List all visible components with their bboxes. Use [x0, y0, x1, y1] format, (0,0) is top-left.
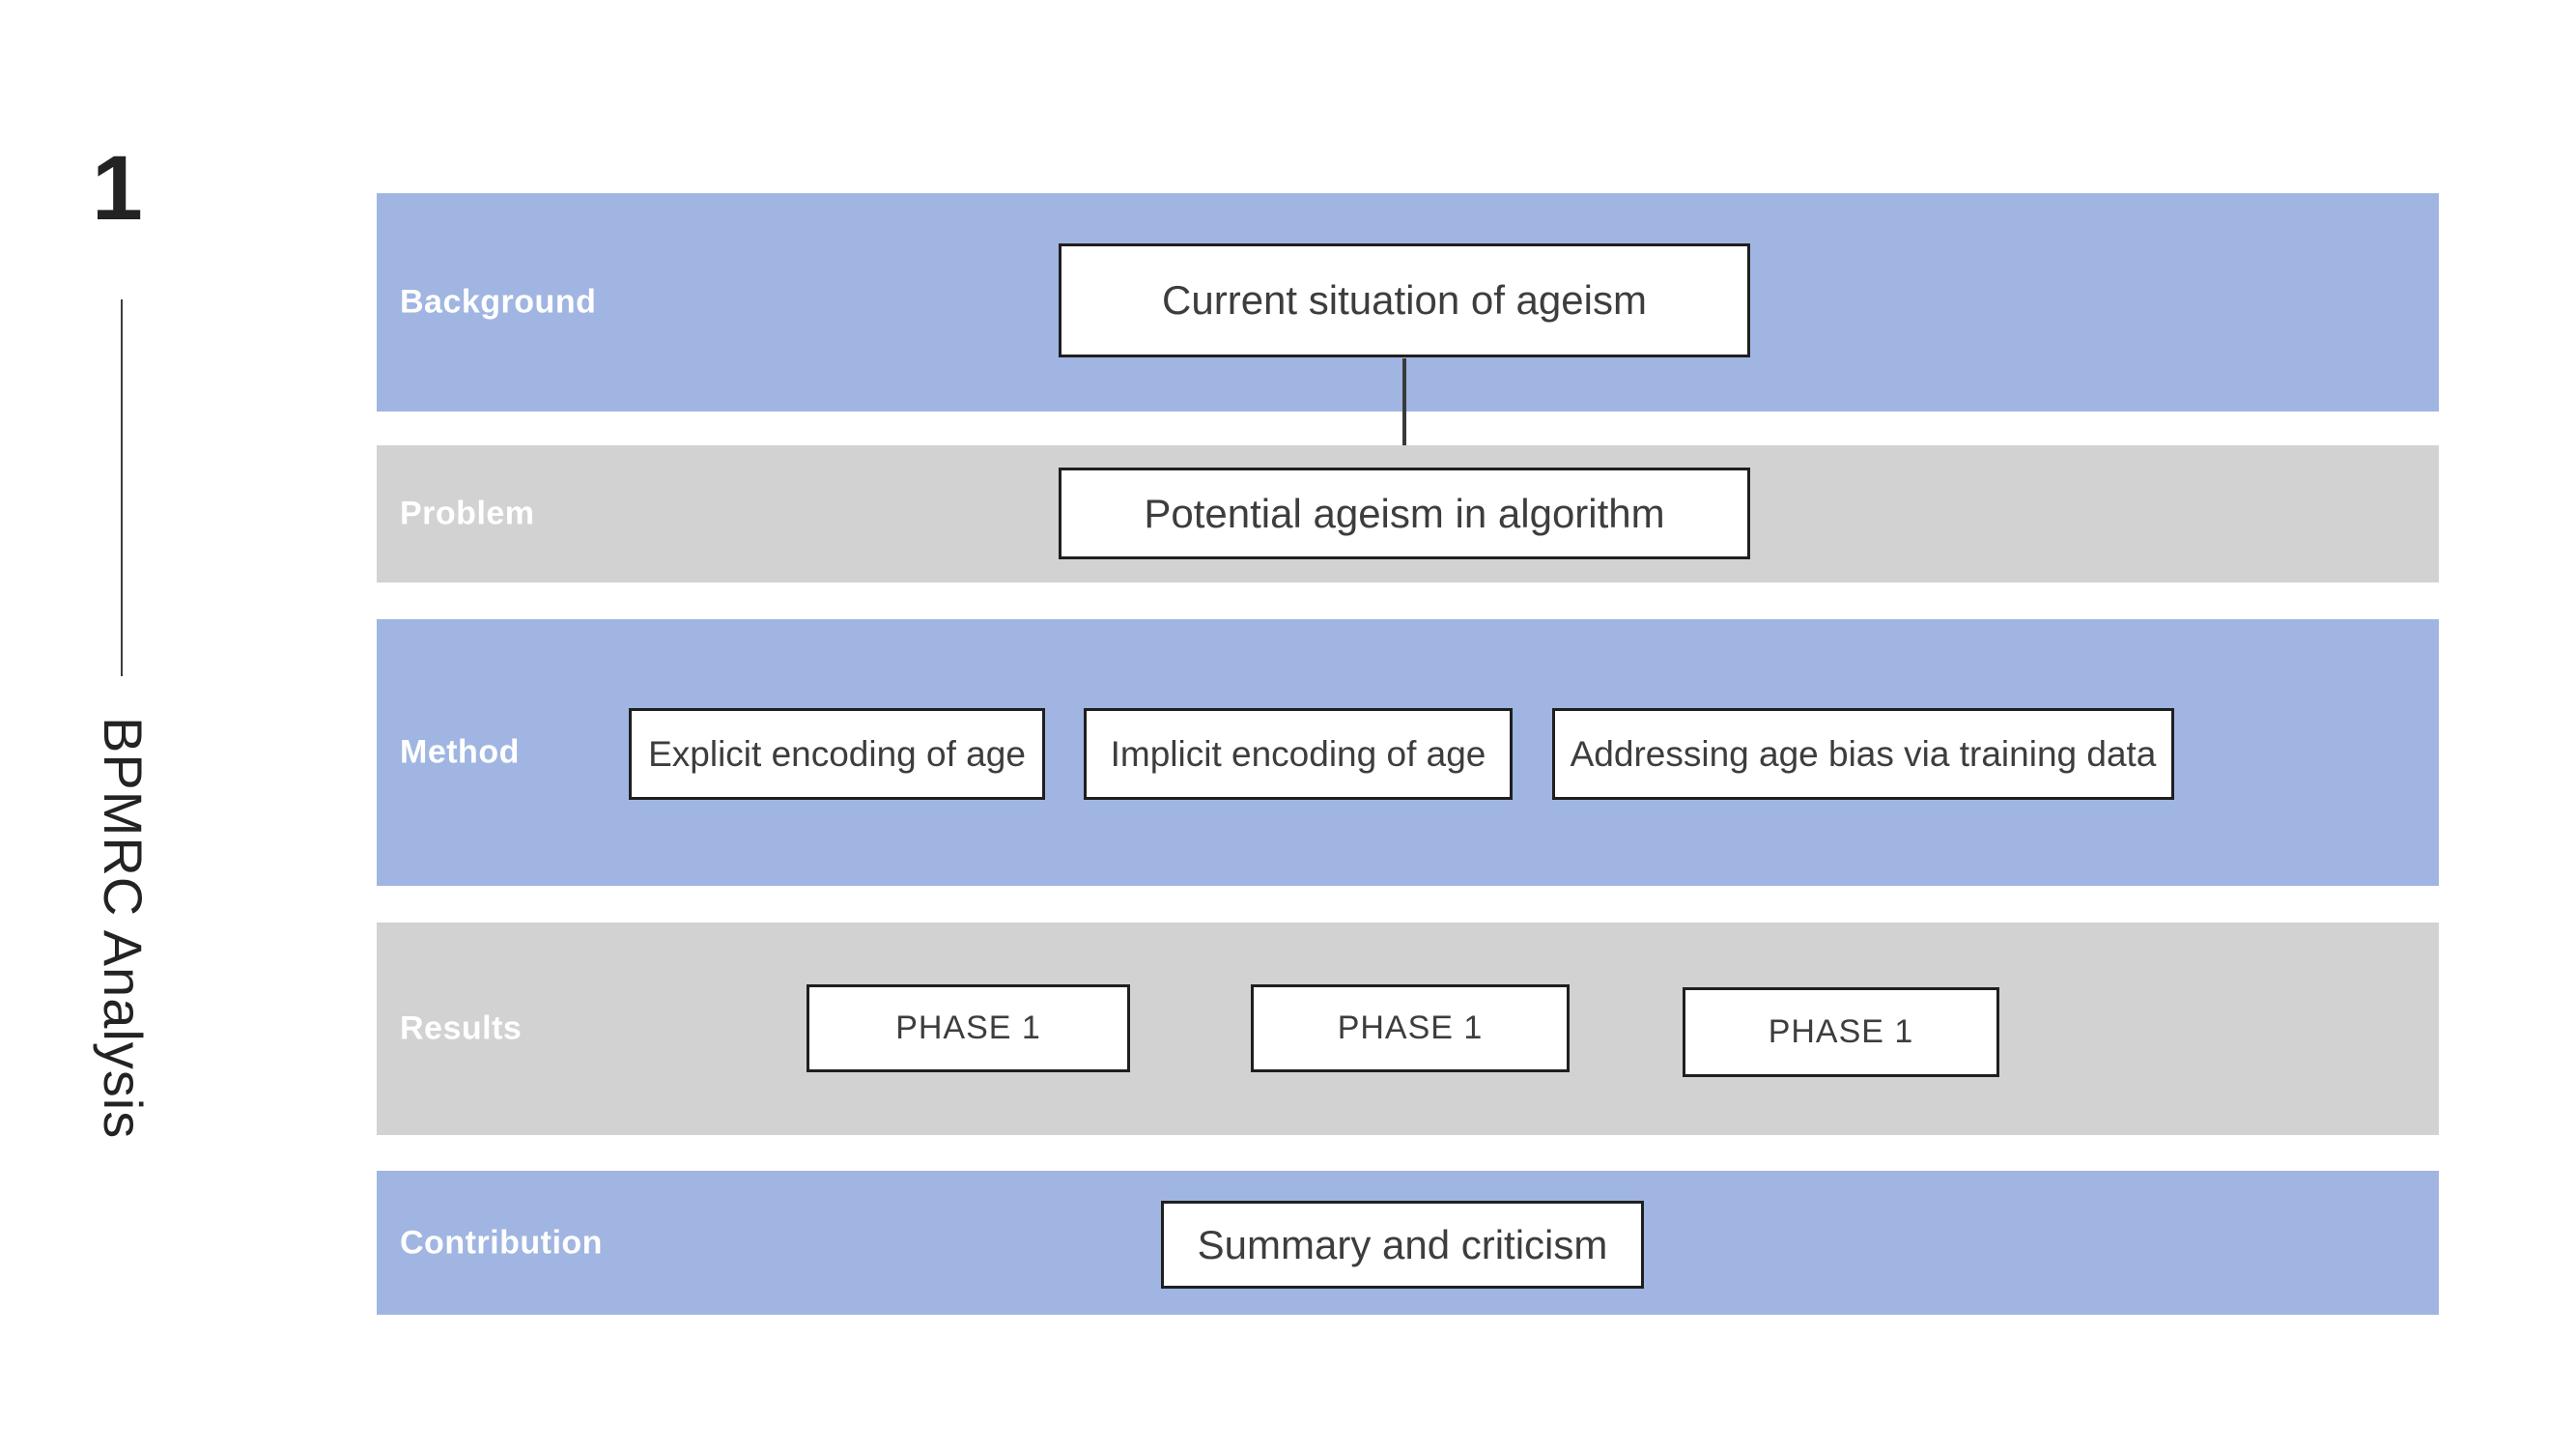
node-phase-1-a: PHASE 1 — [807, 984, 1130, 1072]
node-explicit-encoding-of-age: Explicit encoding of age — [629, 708, 1045, 800]
band-label-background: Background — [400, 283, 597, 321]
node-text: Summary and criticism — [1197, 1221, 1608, 1267]
rail-divider-line — [121, 299, 123, 676]
node-summary-and-criticism: Summary and criticism — [1161, 1201, 1644, 1289]
band-label-problem: Problem — [400, 495, 535, 532]
node-text: Implicit encoding of age — [1110, 733, 1486, 774]
node-phase-1-b: PHASE 1 — [1251, 984, 1570, 1072]
band-label-contribution: Contribution — [400, 1224, 603, 1261]
node-text: Addressing age bias via training data — [1570, 733, 2157, 774]
band-method: Method Explicit encoding of age Implicit… — [377, 619, 2439, 886]
node-addressing-age-bias: Addressing age bias via training data — [1552, 708, 2174, 800]
node-implicit-encoding-of-age: Implicit encoding of age — [1084, 708, 1513, 800]
band-results: Results PHASE 1 PHASE 1 PHASE 1 — [377, 923, 2439, 1135]
node-text: PHASE 1 — [1337, 1009, 1484, 1046]
node-phase-1-c: PHASE 1 — [1683, 987, 1999, 1077]
band-label-method: Method — [400, 733, 520, 771]
node-text: Explicit encoding of age — [648, 733, 1026, 774]
node-text: Current situation of ageism — [1162, 277, 1647, 323]
side-title-vertical: BPMRC Analysis — [93, 717, 154, 1140]
node-text: PHASE 1 — [895, 1009, 1041, 1046]
node-text: Potential ageism in algorithm — [1144, 490, 1665, 536]
node-current-situation-of-ageism: Current situation of ageism — [1059, 243, 1750, 357]
band-problem: Problem Potential ageism in algorithm — [377, 445, 2439, 582]
band-label-results: Results — [400, 1009, 523, 1047]
node-text: PHASE 1 — [1768, 1013, 1914, 1050]
connector-arrow-line — [1402, 358, 1406, 453]
band-background: Background Current situation of ageism — [377, 193, 2439, 412]
node-potential-ageism-in-algorithm: Potential ageism in algorithm — [1059, 468, 1750, 559]
band-contribution: Contribution Summary and criticism — [377, 1171, 2439, 1315]
slide-number: 1 — [92, 137, 143, 240]
